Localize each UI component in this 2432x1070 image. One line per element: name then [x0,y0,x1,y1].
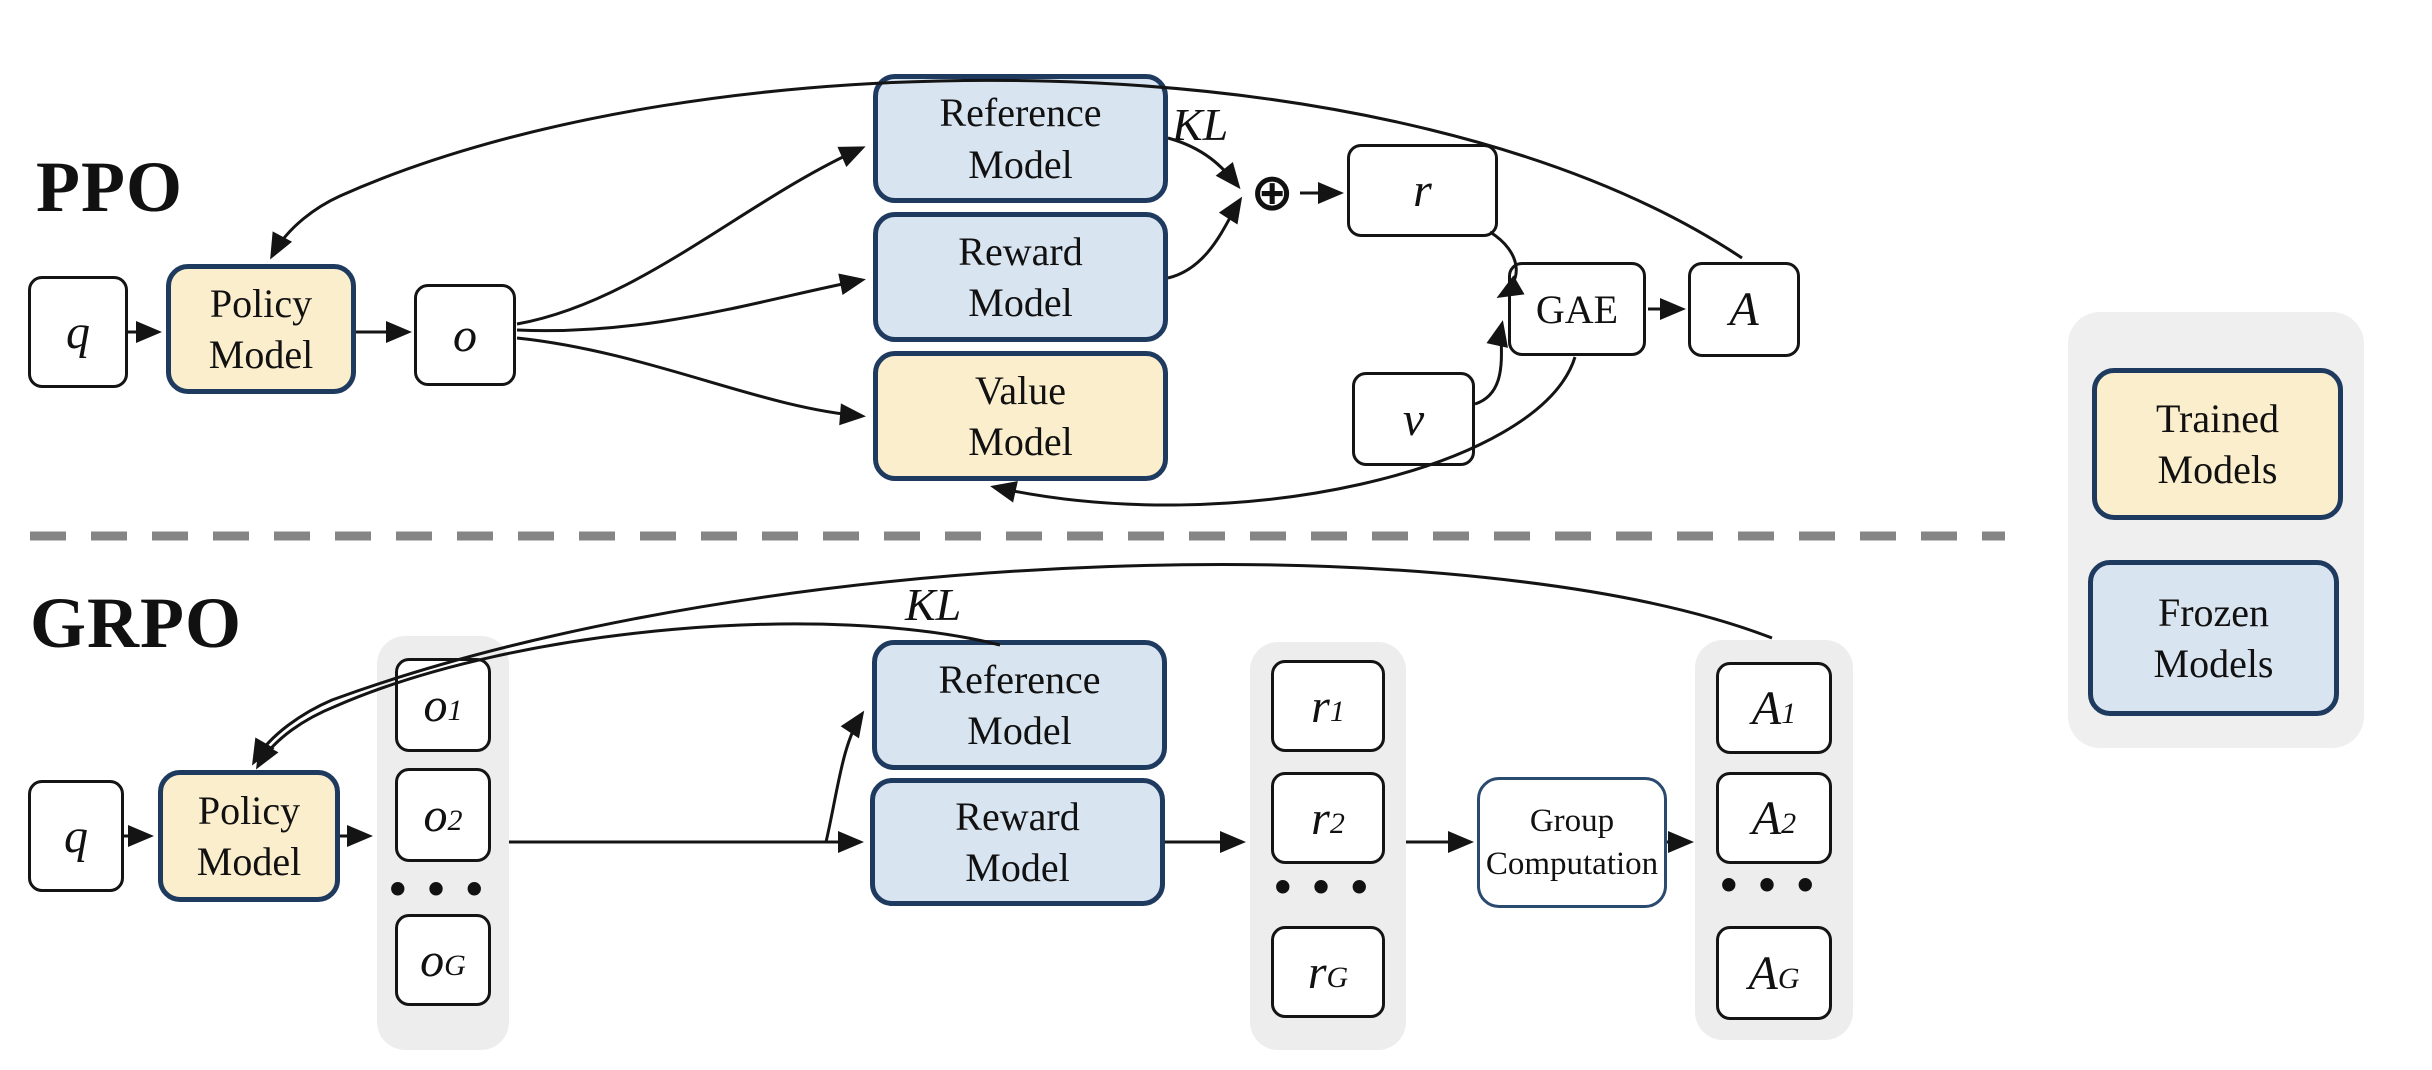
grpo-section-title: GRPO [30,583,242,663]
grpo-advantages-ellipsis: ••• [1716,864,1832,908]
legend-frozen-models-box: Frozen Models [2088,560,2339,716]
grpo-reference-model-box: Reference Model [872,640,1167,770]
grpo-advantage-2-label: A [1751,791,1782,845]
ppo-reward-line1: Reward [958,228,1083,274]
circled-plus-icon: ⊕ [1250,163,1294,223]
ppo-value-line2: Model [968,419,1073,464]
grpo-reward-line2: Model [965,845,1070,890]
ppo-advantage-box: A [1688,262,1800,357]
ppo-reward-model-box: Reward Model [873,212,1168,342]
grpo-kl-label: KL [905,579,962,630]
grpo-advantage-1-label: A [1751,681,1782,735]
grpo-reward-model-box: Reward Model [870,778,1165,906]
grpo-output-g-label: o [420,933,445,987]
grpo-group-computation-line1: Group [1529,802,1615,839]
ppo-arrow-v-to-gae [1474,320,1508,406]
grpo-query-label: q [64,809,88,863]
ppo-arrow-o-to-reward [516,273,866,333]
grpo-reward-line1: Reward [955,793,1080,839]
ppo-reference-line2: Model [968,141,1073,187]
grpo-policy-model-box: Policy Model [158,770,340,902]
legend-frozen-line1: Frozen [2157,589,2270,635]
grpo-reference-line1: Reference [938,656,1101,702]
legend-trained-line1: Trained [2156,395,2279,441]
ppo-gae-box: GAE [1508,262,1646,356]
ppo-v-label: v [1402,392,1425,446]
legend-trained-models-box: Trained Models [2092,368,2343,520]
ppo-arrow-reward-to-plus [1167,196,1243,280]
ppo-section-title: PPO [36,147,183,227]
grpo-output-2-label: o [423,788,448,842]
grpo-query-box: q [28,780,124,892]
legend-trained-line2: Models [2157,447,2278,492]
ppo-v-box: v [1352,372,1475,466]
grpo-reference-line2: Model [967,708,1072,753]
grpo-group-computation-line2: Computation [1485,845,1659,882]
ppo-policy-line2: Model [208,332,314,377]
grpo-policy-line2: Model [196,839,302,884]
grpo-reward-1-label: r [1311,679,1330,733]
ppo-gae-label: GAE [1535,286,1619,332]
ppo-output-label: o [453,308,477,362]
ppo-reference-line1: Reference [939,90,1102,136]
ppo-policy-model-box: Policy Model [166,264,356,394]
ppo-r-label: r [1413,164,1432,217]
ppo-arrow-o-to-value [516,336,866,426]
grpo-outputs-ellipsis: ••• [385,868,501,912]
grpo-group-computation-box: Group Computation [1477,777,1667,908]
ppo-reference-model-box: Reference Model [873,74,1168,203]
ppo-output-box: o [414,284,516,386]
legend-frozen-line2: Models [2153,641,2274,686]
ppo-a-label: A [1729,283,1759,336]
ppo-kl-label: KL [1172,99,1229,150]
ppo-query-box: q [28,276,128,388]
ppo-arrow-o-to-reference [516,146,866,326]
grpo-output-1-label: o [423,678,448,732]
grpo-reward-2-label: r [1311,791,1330,845]
ppo-policy-line1: Policy [209,280,313,326]
grpo-arrow-outputs-to-reference [824,710,865,843]
ppo-value-model-box: Value Model [873,351,1168,481]
ppo-reward-line2: Model [968,280,1073,325]
grpo-reward-g-label: r [1307,945,1327,999]
grpo-policy-line1: Policy [197,787,301,833]
ppo-reward-value-box: r [1347,144,1498,237]
grpo-rewards-ellipsis: ••• [1270,866,1386,910]
ppo-query-label: q [66,305,90,359]
ppo-value-line1: Value [974,367,1067,413]
grpo-advantage-g-label: A [1748,946,1778,1000]
